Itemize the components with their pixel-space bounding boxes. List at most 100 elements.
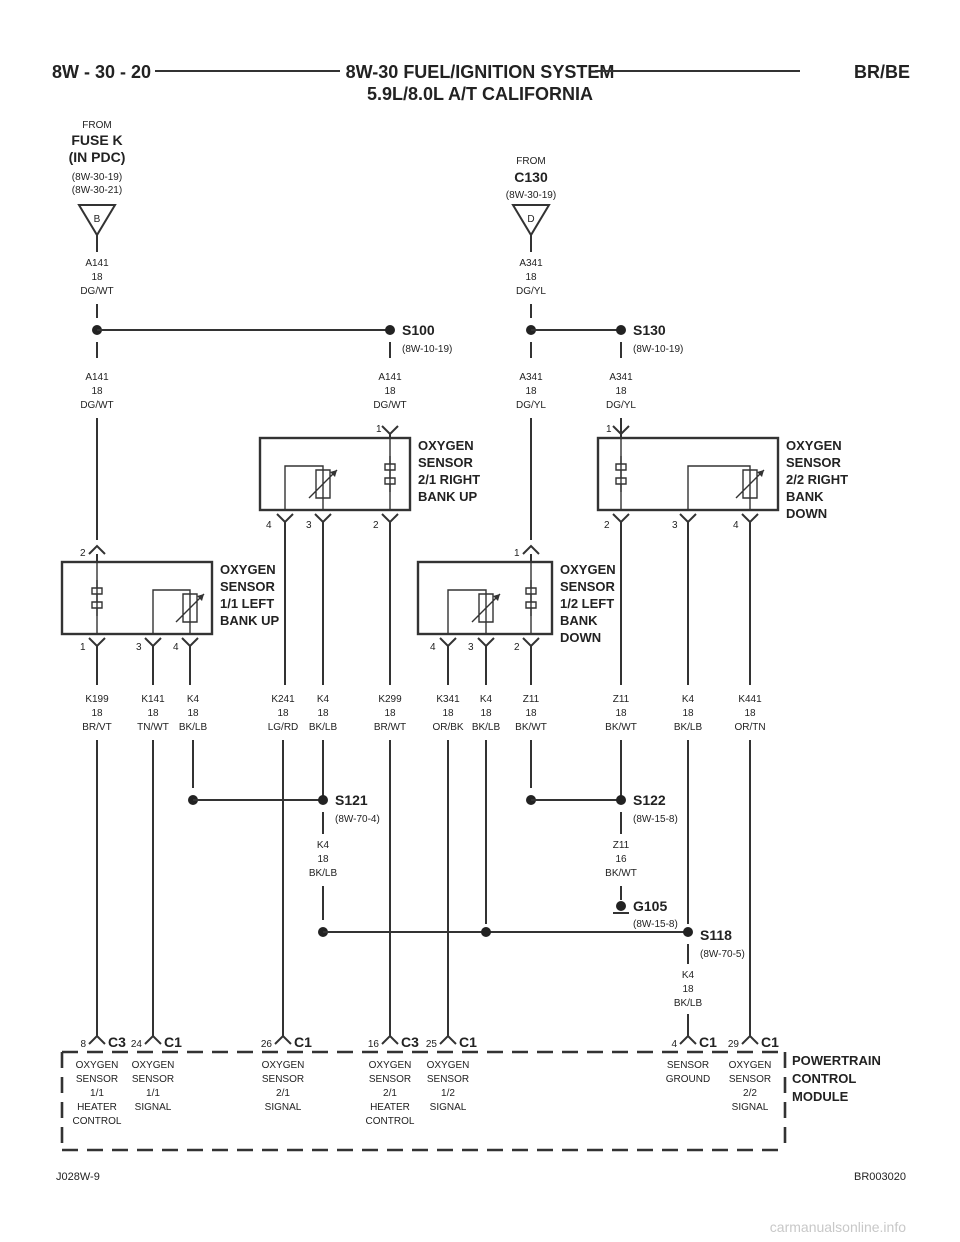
oxygen-sensor-2-1-right-bank-up: 1 OXYGEN SENSOR 2/1 RIGHT BANK UP 4 3 2 (258, 424, 480, 685)
svg-text:D: D (527, 214, 534, 225)
svg-text:S100: S100 (402, 322, 435, 338)
svg-text:18: 18 (277, 708, 289, 719)
svg-text:GROUND: GROUND (666, 1074, 710, 1085)
svg-text:3: 3 (136, 642, 142, 653)
svg-text:SENSOR: SENSOR (132, 1074, 174, 1085)
svg-text:FUSE K: FUSE K (71, 132, 122, 148)
heater-element-icon (615, 455, 627, 493)
svg-text:K4: K4 (682, 970, 695, 981)
svg-text:CONTROL: CONTROL (366, 1116, 415, 1127)
svg-text:POWERTRAIN: POWERTRAIN (792, 1053, 881, 1068)
svg-text:SENSOR: SENSOR (262, 1074, 304, 1085)
svg-text:A341: A341 (519, 258, 543, 269)
svg-text:OXYGEN: OXYGEN (786, 438, 842, 453)
svg-text:FROM: FROM (82, 120, 111, 131)
svg-text:2/1: 2/1 (383, 1088, 397, 1099)
svg-text:18: 18 (317, 854, 329, 865)
svg-text:4: 4 (173, 642, 179, 653)
svg-text:DG/YL: DG/YL (516, 286, 546, 297)
svg-text:C1: C1 (699, 1034, 717, 1050)
svg-text:K4: K4 (480, 694, 493, 705)
svg-text:BANK: BANK (786, 489, 824, 504)
svg-text:(8W-10-19): (8W-10-19) (633, 344, 683, 355)
svg-text:C1: C1 (294, 1034, 312, 1050)
page-ref: 8W - 30 - 20 (52, 62, 151, 82)
svg-text:K4: K4 (317, 694, 330, 705)
ground-g105: G105 (8W-15-8) (613, 898, 678, 930)
svg-text:16: 16 (615, 854, 627, 865)
svg-text:2/2 RIGHT: 2/2 RIGHT (786, 472, 848, 487)
svg-text:16: 16 (368, 1039, 380, 1050)
figure-id-left: J028W-9 (56, 1171, 100, 1183)
svg-text:CONTROL: CONTROL (792, 1071, 856, 1086)
svg-text:Z11: Z11 (523, 694, 540, 705)
svg-text:A341: A341 (609, 372, 633, 383)
svg-text:K241: K241 (271, 694, 295, 705)
svg-text:3: 3 (672, 520, 678, 531)
svg-text:1: 1 (606, 424, 612, 435)
svg-text:OXYGEN: OXYGEN (729, 1060, 772, 1071)
svg-text:K4: K4 (317, 840, 330, 851)
pcm-terminal-26-c1: 26 C1 OXYGEN SENSOR 2/1 SIGNAL (261, 1034, 312, 1113)
svg-text:18: 18 (91, 708, 103, 719)
source-c130: FROM C130 (8W-30-19) D A341 18 DG/YL (506, 156, 556, 318)
svg-text:BK/LB: BK/LB (309, 868, 338, 879)
svg-text:26: 26 (261, 1039, 273, 1050)
svg-text:18: 18 (91, 386, 103, 397)
svg-text:K441: K441 (738, 694, 762, 705)
svg-text:3: 3 (468, 642, 474, 653)
svg-text:B: B (94, 214, 101, 225)
svg-text:2/2: 2/2 (743, 1088, 757, 1099)
diagram-subtitle: 5.9L/8.0L A/T CALIFORNIA (367, 84, 593, 104)
svg-text:FROM: FROM (516, 156, 545, 167)
svg-text:Z11: Z11 (613, 840, 630, 851)
figure-id-right: BR003020 (854, 1171, 906, 1183)
svg-text:DG/WT: DG/WT (80, 400, 113, 411)
svg-text:24: 24 (131, 1039, 143, 1050)
svg-text:DG/YL: DG/YL (516, 400, 546, 411)
svg-text:18: 18 (384, 708, 396, 719)
powertrain-control-module: POWERTRAIN CONTROL MODULE (60, 1050, 881, 1152)
svg-text:C1: C1 (761, 1034, 779, 1050)
svg-text:18: 18 (744, 708, 756, 719)
svg-text:OXYGEN: OXYGEN (560, 562, 616, 577)
svg-text:Z11: Z11 (613, 694, 630, 705)
svg-text:SENSOR: SENSOR (427, 1074, 469, 1085)
svg-text:C1: C1 (164, 1034, 182, 1050)
oxygen-sensor-1-1-left-bank-up: 2 OXYGEN SENSOR 1/1 LEFT BANK UP 1 3 4 (60, 544, 280, 685)
svg-text:(8W-30-21): (8W-30-21) (72, 185, 122, 196)
svg-text:SIGNAL: SIGNAL (135, 1102, 172, 1113)
svg-text:BK/LB: BK/LB (674, 722, 703, 733)
svg-text:DOWN: DOWN (786, 506, 827, 521)
svg-text:A141: A141 (378, 372, 402, 383)
pcm-terminal-8-c3: 8 C3 OXYGEN SENSOR 1/1 HEATER CONTROL (73, 1034, 127, 1127)
svg-text:8: 8 (80, 1039, 86, 1050)
svg-text:SIGNAL: SIGNAL (732, 1102, 769, 1113)
diagram-title: 8W-30 FUEL/IGNITION SYSTEM (346, 62, 615, 82)
svg-text:OR/BK: OR/BK (432, 722, 463, 733)
footer: J028W-9 BR003020 carmanualsonline.info (56, 1171, 906, 1235)
svg-text:18: 18 (525, 272, 537, 283)
svg-text:S118: S118 (700, 927, 732, 943)
connector-triangle-icon (511, 204, 551, 237)
svg-text:1/2: 1/2 (441, 1088, 455, 1099)
svg-text:1: 1 (80, 642, 86, 653)
pcm-feed-wires (96, 740, 751, 1036)
svg-text:C3: C3 (108, 1034, 126, 1050)
svg-text:1/1: 1/1 (146, 1088, 160, 1099)
svg-text:4: 4 (733, 520, 739, 531)
svg-text:SENSOR: SENSOR (220, 579, 276, 594)
svg-text:(8W-10-19): (8W-10-19) (402, 344, 452, 355)
svg-text:SENSOR: SENSOR (729, 1074, 771, 1085)
svg-text:SIGNAL: SIGNAL (430, 1102, 467, 1113)
svg-text:2: 2 (80, 548, 86, 559)
splice-s121: S121 (8W-70-4) K4 18 BK/LB (188, 740, 380, 920)
svg-text:1: 1 (376, 424, 382, 435)
svg-text:OXYGEN: OXYGEN (418, 438, 474, 453)
svg-text:BK/LB: BK/LB (674, 998, 703, 1009)
svg-text:MODULE: MODULE (792, 1089, 849, 1104)
svg-text:HEATER: HEATER (77, 1102, 117, 1113)
svg-text:(8W-70-5): (8W-70-5) (700, 949, 745, 960)
svg-text:(8W-15-8): (8W-15-8) (633, 814, 678, 825)
